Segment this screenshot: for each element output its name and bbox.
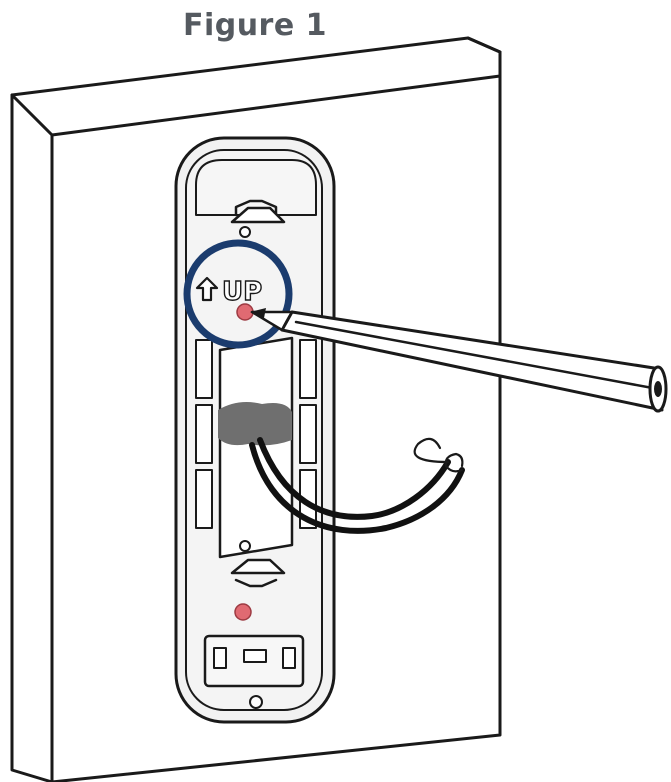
pencil-icon bbox=[250, 308, 668, 413]
mounting-plate bbox=[174, 136, 336, 724]
highlight-circle-icon bbox=[183, 239, 293, 349]
bottom-marker-dot bbox=[234, 603, 252, 621]
up-label-group: UP bbox=[195, 276, 263, 321]
wires bbox=[249, 437, 465, 534]
up-label: UP bbox=[222, 277, 262, 307]
figure-title: Figure 1 bbox=[182, 8, 328, 43]
up-arrow-icon bbox=[195, 276, 219, 302]
